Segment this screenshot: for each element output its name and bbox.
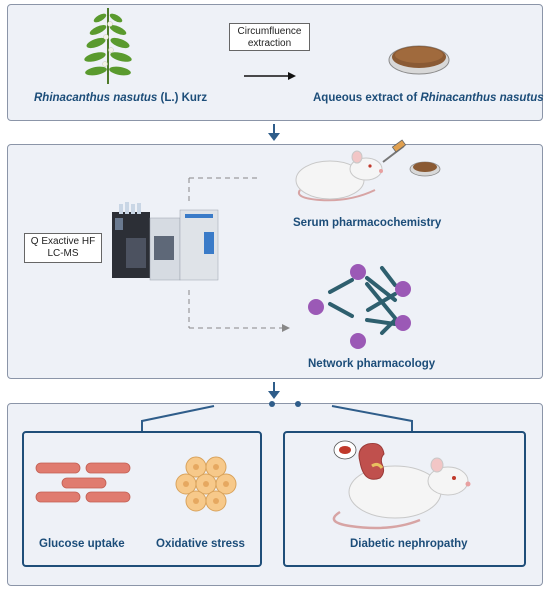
- kidney-rat-icon: [332, 440, 471, 530]
- network-nodes: [308, 264, 411, 349]
- bracket-dot-left: [269, 401, 275, 407]
- rat-syringe-icon: [295, 139, 441, 202]
- lc-ms-instrument-icon: [112, 202, 219, 281]
- down-arrow-2: [268, 382, 280, 399]
- plant-label: Rhinacanthus nasutus (L.) Kurz: [34, 92, 208, 104]
- instrument-label-line2: LC-MS: [47, 248, 79, 259]
- circumfluence-extraction-label: Circumfluence extraction: [237, 26, 302, 49]
- oxidative-stress-label: Oxidative stress: [156, 538, 245, 550]
- diabetic-nephropathy-label: Diabetic nephropathy: [350, 538, 468, 550]
- dashed-connectors: [188, 177, 282, 329]
- instrument-label-line1: Q Exactive HF: [30, 236, 96, 247]
- network-graph-icon: [328, 266, 397, 335]
- petri-dish-icon: [388, 45, 450, 75]
- instrument-label-box: Q Exactive HF LC-MS: [24, 233, 102, 263]
- extraction-arrow: [244, 72, 296, 80]
- muscle-cells-icon: [35, 462, 131, 503]
- bracket-dot-right: [295, 401, 301, 407]
- plant-icon: [84, 8, 132, 84]
- glucose-uptake-label: Glucose uptake: [39, 538, 125, 550]
- down-arrow-1: [268, 124, 280, 141]
- serum-pharmacochemistry-label: Serum pharmacochemistry: [293, 217, 442, 229]
- aqueous-extract-label: Aqueous extract of Rhinacanthus nasutus: [313, 92, 544, 104]
- network-pharmacology-label: Network pharmacology: [308, 358, 436, 370]
- outcome-bracket: [141, 405, 413, 431]
- dashed-arrowhead: [282, 324, 290, 332]
- circumfluence-extraction-box: Circumfluence extraction: [229, 23, 310, 51]
